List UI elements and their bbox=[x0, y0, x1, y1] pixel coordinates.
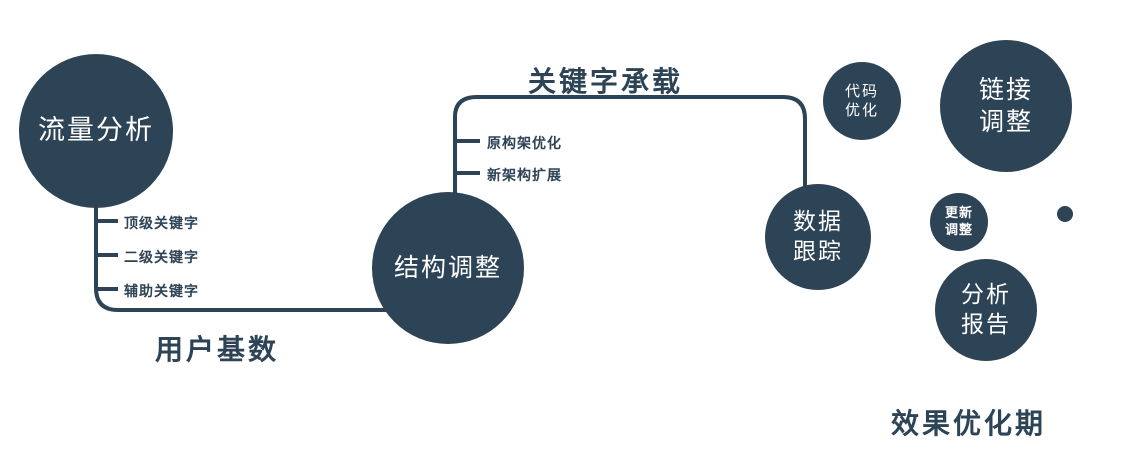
node-update-adjustment: 更新 调整 bbox=[930, 193, 988, 251]
node-data-tracking-line2: 跟踪 bbox=[793, 238, 843, 264]
branch-label-aux-keyword: 辅助关键字 bbox=[124, 283, 199, 299]
branch-label-top-keyword: 顶级关键字 bbox=[124, 215, 199, 231]
node-code-optimization-line2: 优化 bbox=[844, 102, 879, 119]
node-analysis-report: 分析 报告 bbox=[935, 259, 1037, 361]
edge-label-user-base: 用户基数 bbox=[155, 334, 280, 365]
edge-label-keyword-carry: 关键字承载 bbox=[528, 66, 684, 97]
node-code-optimization-line1: 代码 bbox=[844, 82, 879, 100]
branch-label-orig-architecture: 原构架优化 bbox=[487, 135, 562, 151]
node-data-tracking: 数据 跟踪 bbox=[765, 184, 871, 290]
node-link-adjustment-line1: 链接 bbox=[978, 75, 1033, 104]
caption-effect-optimization: 效果优化期 bbox=[891, 408, 1047, 439]
node-structure-adjust-label: 结构调整 bbox=[393, 253, 502, 282]
branch-label-new-architecture: 新架构扩展 bbox=[487, 167, 562, 183]
node-analysis-report-line2: 报告 bbox=[961, 311, 1011, 337]
node-data-tracking-line1: 数据 bbox=[793, 208, 843, 235]
node-analysis-report-line1: 分析 bbox=[961, 281, 1011, 308]
node-link-adjustment: 链接 调整 bbox=[940, 40, 1072, 172]
branch-label-second-keyword: 二级关键字 bbox=[124, 249, 199, 265]
node-traffic-analysis: 流量分析 bbox=[19, 54, 173, 208]
node-code-optimization: 代码 优化 bbox=[823, 62, 901, 140]
node-link-adjustment-line2: 调整 bbox=[978, 108, 1033, 136]
node-structure-adjust: 结构调整 bbox=[372, 192, 524, 344]
node-traffic-analysis-label: 流量分析 bbox=[38, 115, 154, 146]
node-update-adjustment-line2: 调整 bbox=[944, 222, 973, 237]
node-update-adjustment-line1: 更新 bbox=[944, 205, 973, 221]
edge-structure-to-tracking bbox=[453, 95, 807, 200]
decor-dot bbox=[1057, 206, 1073, 222]
